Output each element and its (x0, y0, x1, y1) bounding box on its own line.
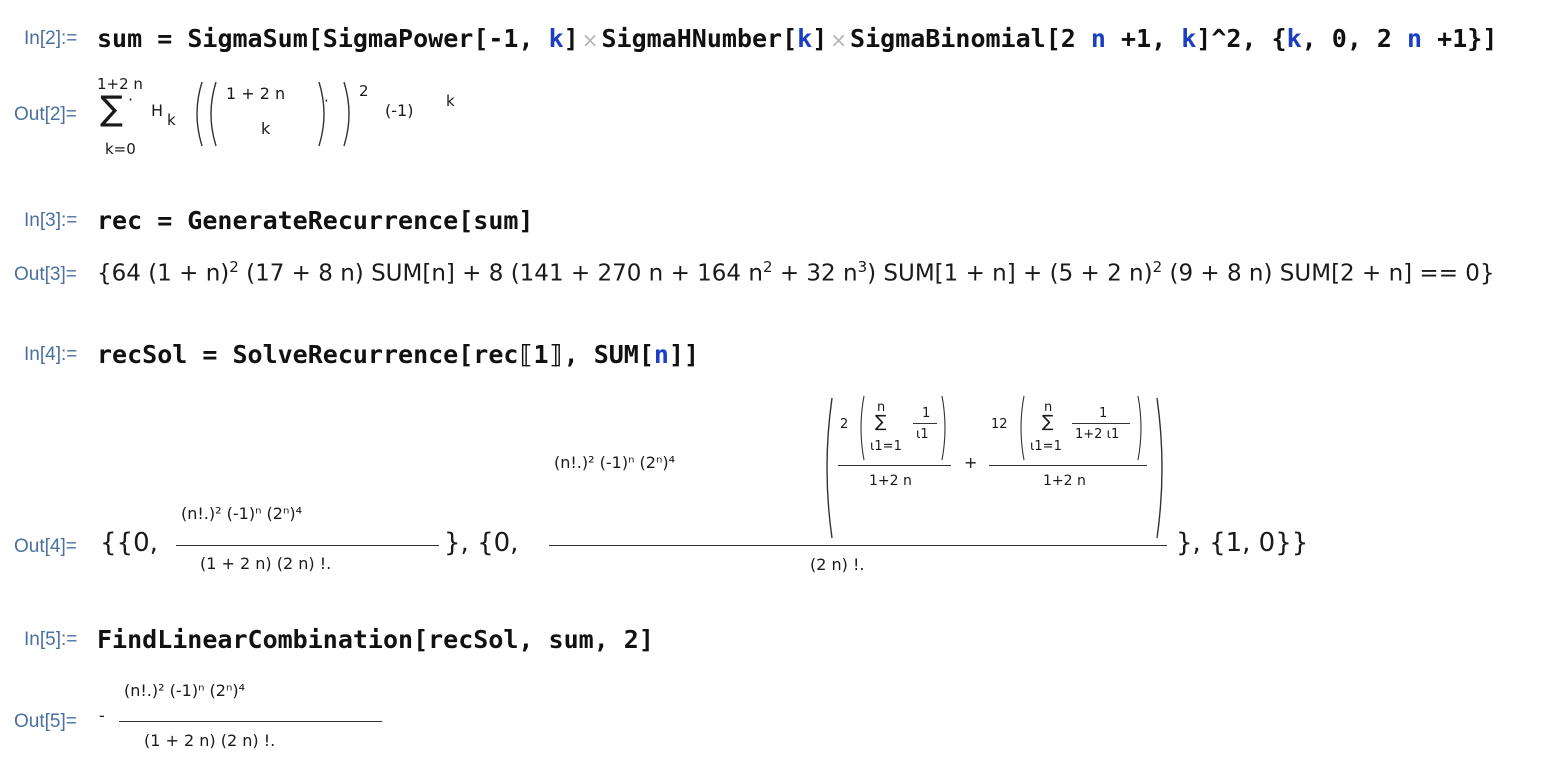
list-open: {{0, (100, 528, 158, 558)
input-token: ] (812, 24, 828, 53)
variable-token: n (1407, 24, 1423, 53)
plus-sign: + (964, 453, 978, 472)
inner2-sum-top: n (1044, 400, 1053, 415)
sum-upper-limit: 1+2 n (97, 75, 143, 93)
out-label-5: Out[5]= (14, 711, 77, 732)
inner2-bar (989, 465, 1147, 466)
variable-token: n (653, 340, 669, 369)
list-close: }, {1, 0}} (1176, 528, 1309, 558)
variable-token: n (1090, 24, 1106, 53)
out-label-3: Out[3]= (14, 264, 77, 285)
inner2-denominator: 1+2 n (1043, 473, 1086, 489)
input-token: , 0, 2 (1301, 24, 1392, 53)
variable-token: k (797, 24, 813, 53)
inner1-sum-bottom: ι1=1 (870, 439, 902, 454)
in-label-4: In[4]:= (24, 344, 78, 365)
input-token: +1, (1121, 24, 1167, 53)
times-sign: × (581, 28, 599, 52)
harmonic-h: H (151, 101, 164, 120)
out-label-4: Out[4]= (14, 536, 77, 557)
out-label-2: Out[2]= (14, 104, 77, 125)
minus-sign: - (99, 706, 105, 725)
inner1-sum-top: n (877, 400, 886, 415)
recurrence-term: ) SUM[1 + n] + (5 + 2 n) (867, 260, 1153, 287)
exponent: 2 (229, 258, 239, 276)
input-token: SigmaSum[SigmaPower[-1, (187, 24, 534, 53)
inner1-denominator: 1+2 n (869, 473, 912, 489)
fraction1-bar (176, 545, 439, 546)
inner2-small-bar (1072, 423, 1130, 424)
sigma-symbol: ∑ (100, 89, 123, 129)
fraction1-denominator: (1 + 2 n) (2 n) !. (200, 554, 332, 573)
inner2-sum-bottom: ι1=1 (1030, 439, 1062, 454)
binomial-bottom: k (261, 119, 271, 138)
inner1-small-bar (913, 423, 937, 424)
exponent: 2 (1152, 258, 1163, 276)
inner1-small-num: 1 (922, 406, 931, 421)
input-token: SigmaBinomial[2 (850, 24, 1076, 53)
exponent-2: 2 (359, 82, 369, 100)
input-token: ]^2, { (1196, 24, 1287, 53)
inner1-coefficient: 2 (840, 417, 849, 432)
inner2-coefficient: 12 (991, 417, 1008, 432)
input-token: recSol = SolveRecurrence[rec⟦1⟧, SUM[ (97, 340, 654, 369)
variable-token: k (548, 24, 564, 53)
exponent: 2 (762, 258, 773, 276)
input-token: = (157, 24, 173, 53)
exponent: 3 (857, 258, 868, 276)
inner2-parens (1020, 395, 1142, 461)
inner1-parens (860, 395, 946, 461)
neg-one: (-1) (385, 101, 414, 120)
recurrence-term: {64 (1 + n) (97, 260, 230, 287)
in-label-3: In[3]:= (24, 210, 78, 231)
binomial-dot: · (324, 92, 329, 110)
input-cell-2[interactable]: sum = SigmaSum[SigmaPower[-1, k]×SigmaHN… (97, 24, 1497, 53)
fraction2-bar (549, 545, 1167, 546)
list-middle: }, {0, (444, 528, 519, 558)
result-bar (119, 721, 382, 722)
inner2-small-num: 1 (1099, 406, 1108, 421)
output-cell-3: {64 (1 + n)2 (17 + 8 n) SUM[n] + 8 (141 … (97, 260, 1495, 286)
input-token: sum (97, 24, 143, 53)
recurrence-term: (9 + 8 n) SUM[2 + n] == 0} (1169, 260, 1495, 287)
result-denominator: (1 + 2 n) (2 n) !. (144, 731, 276, 750)
inner2-small-den: 1+2 ι1 (1075, 427, 1120, 442)
input-cell-5[interactable]: FindLinearCombination[recSol, sum, 2] (97, 625, 654, 654)
input-cell-3[interactable]: rec = GenerateRecurrence[sum] (97, 206, 534, 235)
recurrence-term: (17 + 8 n) SUM[n] + 8 (141 + 270 n + 164… (246, 260, 763, 287)
fraction2-numerator-prefix: (n!.)² (-1)ⁿ (2ⁿ)⁴ (554, 453, 675, 472)
fraction1-numerator: (n!.)² (-1)ⁿ (2ⁿ)⁴ (181, 504, 302, 523)
exponent-k: k (446, 92, 455, 110)
result-numerator: (n!.)² (-1)ⁿ (2ⁿ)⁴ (124, 681, 245, 700)
sum-dot: · (128, 90, 134, 109)
input-cell-4[interactable]: recSol = SolveRecurrence[rec⟦1⟧, SUM[n]] (97, 340, 699, 369)
harmonic-subscript: k (167, 111, 176, 129)
input-token: SigmaHNumber[ (601, 24, 798, 53)
binomial-top: 1 + 2 n (226, 84, 286, 103)
variable-token: k (1181, 24, 1197, 53)
inner2-sigma: ∑ (1042, 412, 1054, 432)
binomial-brackets (196, 81, 350, 147)
times-sign: × (830, 28, 848, 52)
fraction2-denominator: (2 n) !. (810, 555, 865, 574)
recurrence-term: + 32 n (779, 260, 858, 287)
input-token: +1}] (1437, 24, 1498, 53)
input-token: ]] (668, 340, 700, 369)
inner1-bar (838, 465, 951, 466)
variable-token: k (1286, 24, 1302, 53)
input-token: ] (563, 24, 579, 53)
inner1-small-den: ι1 (916, 427, 929, 442)
in-label-2: In[2]:= (24, 28, 78, 49)
sum-lower-limit: k=0 (105, 140, 136, 158)
big-parenthesis (826, 397, 1163, 539)
inner1-sigma: ∑ (875, 412, 887, 432)
in-label-5: In[5]:= (24, 629, 78, 650)
